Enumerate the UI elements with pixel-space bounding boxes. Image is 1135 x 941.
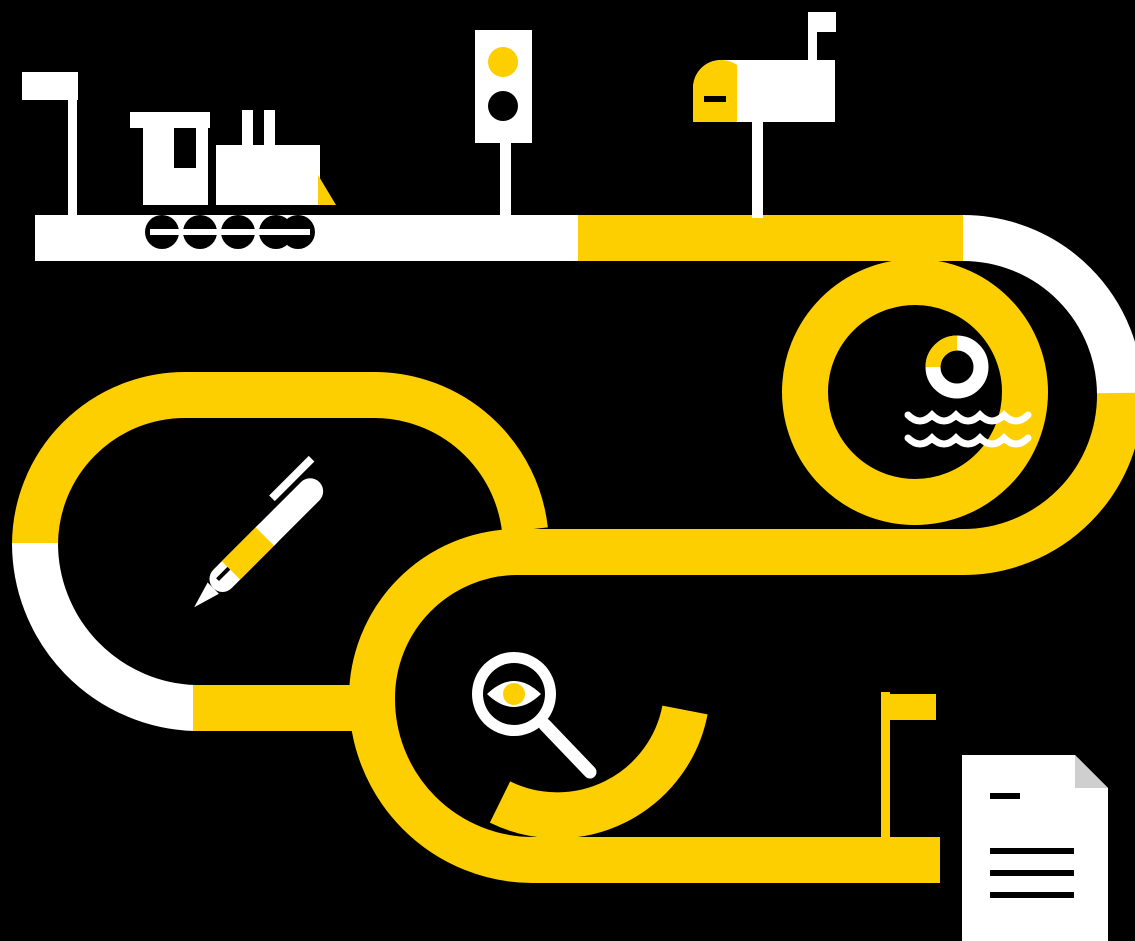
document-icon (962, 755, 1108, 941)
